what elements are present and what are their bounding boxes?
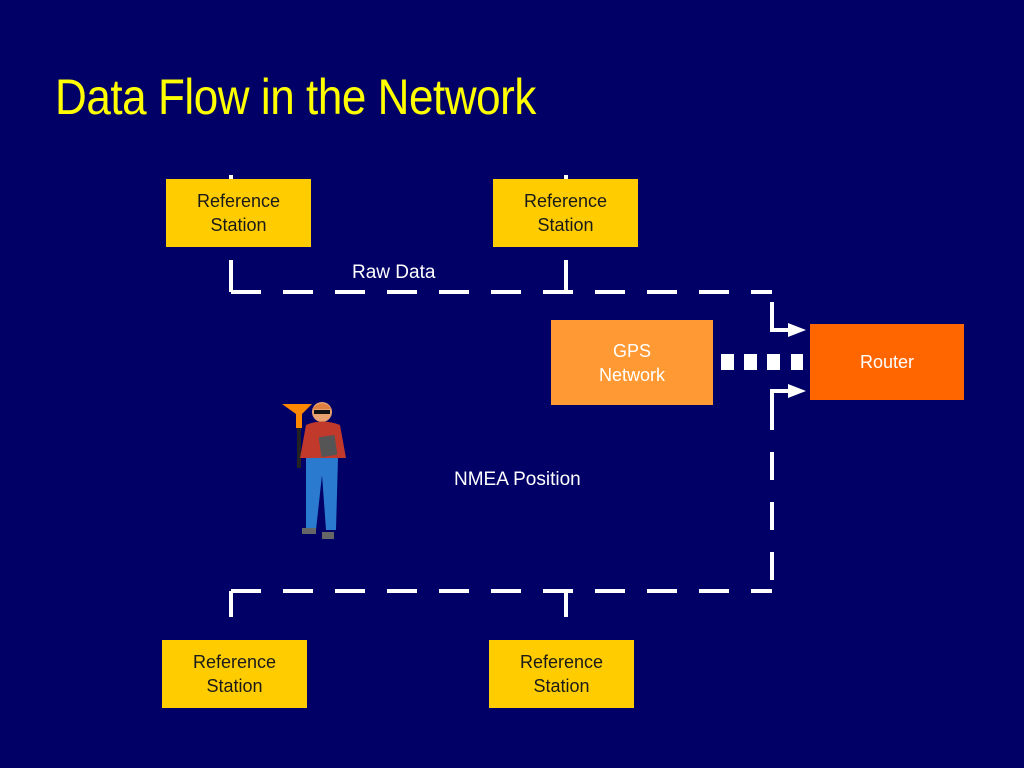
gps-label-line1: GPS <box>612 340 651 361</box>
ref-label-line1: Reference <box>196 191 281 211</box>
dot <box>744 354 757 370</box>
ref-label-line1: Reference <box>192 652 277 672</box>
router-label: Router <box>859 352 915 372</box>
raw-data-to-router-line <box>770 302 790 332</box>
arrow-to-router-bottom <box>788 384 806 398</box>
ref-label-line2: Station <box>210 215 267 235</box>
ref-label-line2: Station <box>537 215 594 235</box>
arrow-to-router-top <box>788 323 806 337</box>
router-box: Router <box>810 324 964 400</box>
ref-label-line1: Reference <box>519 652 604 672</box>
gps-network-box: GPS Network <box>551 320 713 405</box>
slide-title: Data Flow in the Network <box>55 69 536 125</box>
surveyor-with-gps-antenna-icon <box>282 402 346 539</box>
raw-data-label: Raw Data <box>352 262 436 283</box>
gps-router-dotted-link <box>721 354 803 370</box>
dot <box>767 354 780 370</box>
gps-label-line2: Network <box>598 364 665 385</box>
ref-label-line2: Station <box>206 676 263 696</box>
nmea-position-label: NMEA Position <box>454 469 581 490</box>
dot <box>721 354 734 370</box>
ref-label-line2: Station <box>533 676 590 696</box>
dot <box>791 354 803 370</box>
nmea-router-turn <box>770 389 790 430</box>
ref-label-line1: Reference <box>523 191 608 211</box>
